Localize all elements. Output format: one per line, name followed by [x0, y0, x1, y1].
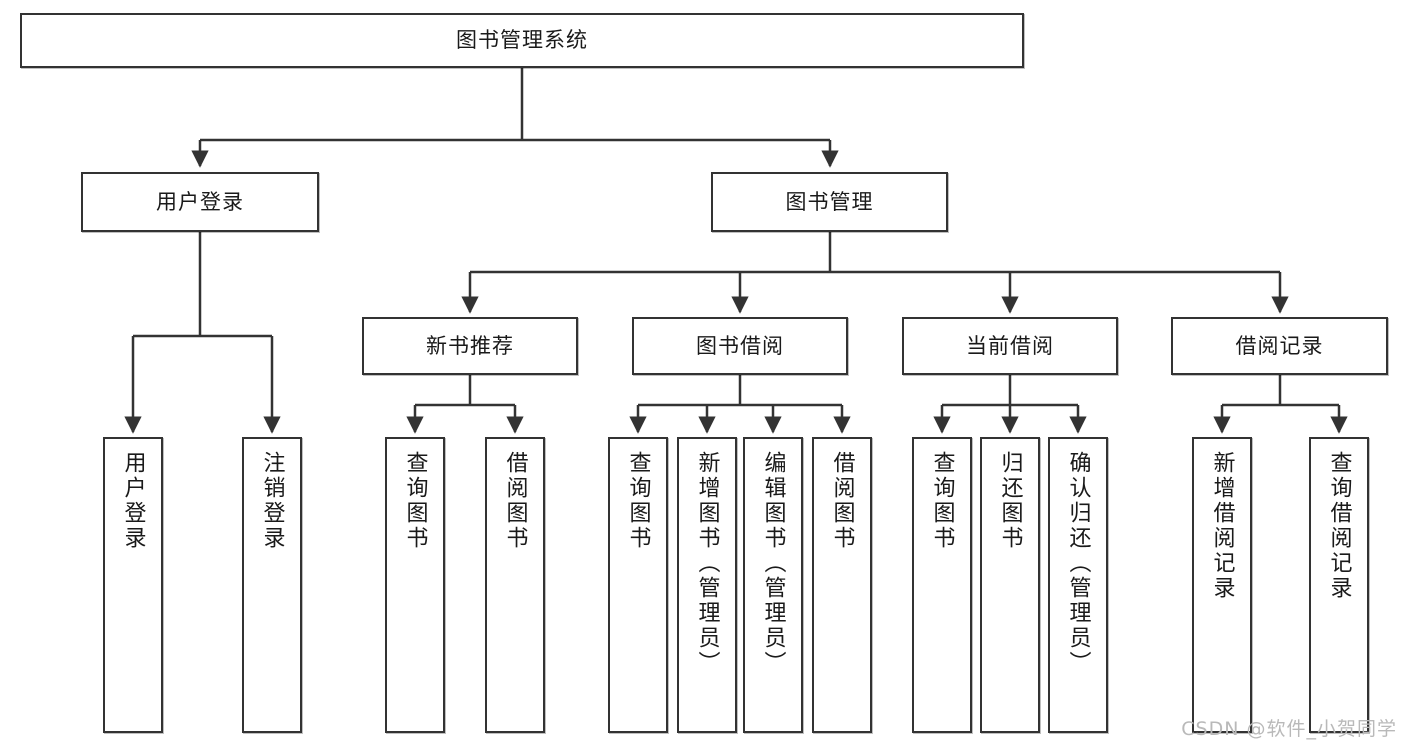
node-book-borrow[interactable]: 图书借阅: [632, 317, 848, 375]
node-borrow-record-label: 借阅记录: [1235, 333, 1324, 358]
node-root[interactable]: 图书管理系统: [20, 13, 1024, 68]
node-leaf-add-record[interactable]: 新增借阅记录: [1192, 437, 1252, 733]
node-leaf-query-record[interactable]: 查询借阅记录: [1309, 437, 1369, 733]
node-leaf-edit-book[interactable]: 编辑图书（管理员）: [743, 437, 803, 733]
node-leaf-borrow-book-2-label: 借阅图书: [829, 451, 855, 551]
node-leaf-query-book-3-label: 查询图书: [929, 451, 955, 551]
node-leaf-query-book-1-label: 查询图书: [402, 451, 428, 551]
node-leaf-confirm-return[interactable]: 确认归还（管理员）: [1048, 437, 1108, 733]
node-new-book-recommend[interactable]: 新书推荐: [362, 317, 578, 375]
node-leaf-return-book-label: 归还图书: [997, 451, 1023, 551]
node-leaf-confirm-return-label: 确认归还（管理员）: [1065, 451, 1091, 676]
node-leaf-user-login-label: 用户登录: [120, 451, 146, 551]
node-leaf-add-book-label: 新增图书（管理员）: [694, 451, 720, 676]
node-leaf-user-logout[interactable]: 注销登录: [242, 437, 302, 733]
node-leaf-return-book[interactable]: 归还图书: [980, 437, 1040, 733]
node-leaf-query-book-1[interactable]: 查询图书: [385, 437, 445, 733]
watermark: CSDN @软件_小贺同学: [1181, 718, 1397, 740]
node-book-borrow-label: 图书借阅: [696, 333, 784, 358]
node-leaf-borrow-book-1[interactable]: 借阅图书: [485, 437, 545, 733]
node-leaf-user-logout-label: 注销登录: [259, 451, 285, 551]
node-leaf-query-book-3[interactable]: 查询图书: [912, 437, 972, 733]
node-leaf-edit-book-label: 编辑图书（管理员）: [760, 451, 786, 676]
node-root-label: 图书管理系统: [456, 28, 588, 52]
node-book-management[interactable]: 图书管理: [711, 172, 948, 232]
node-new-book-recommend-label: 新书推荐: [426, 333, 514, 358]
node-leaf-add-book[interactable]: 新增图书（管理员）: [677, 437, 737, 733]
node-current-borrow[interactable]: 当前借阅: [902, 317, 1118, 375]
node-leaf-query-book-2[interactable]: 查询图书: [608, 437, 668, 733]
node-user-login[interactable]: 用户登录: [81, 172, 319, 232]
node-current-borrow-label: 当前借阅: [966, 333, 1054, 358]
node-leaf-query-record-label: 查询借阅记录: [1326, 451, 1352, 601]
node-leaf-user-login[interactable]: 用户登录: [103, 437, 163, 733]
node-borrow-record[interactable]: 借阅记录: [1171, 317, 1388, 375]
node-leaf-query-book-2-label: 查询图书: [625, 451, 651, 551]
node-leaf-borrow-book-2[interactable]: 借阅图书: [812, 437, 872, 733]
node-leaf-borrow-book-1-label: 借阅图书: [502, 451, 528, 551]
node-leaf-add-record-label: 新增借阅记录: [1209, 451, 1235, 601]
node-book-management-label: 图书管理: [785, 189, 874, 214]
node-user-login-label: 用户登录: [156, 189, 244, 214]
